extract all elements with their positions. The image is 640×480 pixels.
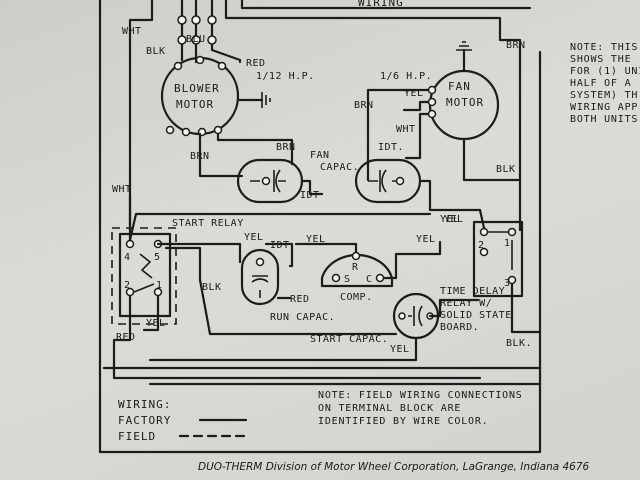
- label-tdr-4: BOARD.: [440, 322, 479, 333]
- term-s: S: [344, 274, 351, 285]
- label-tdr-3: SOLID STATE: [440, 310, 512, 321]
- label-fan-capac-2: CAPAC.: [320, 162, 359, 173]
- bottom-rails: [102, 366, 542, 386]
- label-comp: COMP.: [340, 292, 373, 303]
- label-yel-relay: YEL: [146, 318, 166, 329]
- header-title: WIRING: [358, 0, 404, 9]
- svg-text:BOTH UNITS: BOTH UNITS: [570, 114, 638, 125]
- label-blower-1: BLOWER: [174, 82, 220, 95]
- term-sr5: 5: [154, 252, 161, 263]
- term-t2: 2: [478, 240, 485, 251]
- label-run-capac: RUN CAPAC.: [270, 312, 335, 323]
- label-wht-fan: WHT: [396, 124, 416, 135]
- label-blower-2: MOTOR: [176, 98, 214, 111]
- svg-text:SYSTEM) TH: SYSTEM) TH: [570, 90, 638, 101]
- term-t1: 1: [504, 238, 511, 249]
- svg-text:SHOWS THE: SHOWS THE: [570, 54, 631, 65]
- label-blk-top: BLK: [146, 46, 166, 57]
- compressor: [320, 251, 394, 288]
- svg-text:HALF OF A: HALF OF A: [570, 78, 631, 89]
- wiring-legend: WIRING: FACTORY FIELD: [118, 398, 250, 443]
- label-idt-1: IDT: [300, 190, 320, 201]
- legend-factory: FACTORY: [118, 414, 171, 427]
- svg-text:ON TERMINAL BLOCK ARE: ON TERMINAL BLOCK ARE: [318, 403, 461, 414]
- svg-text:FOR (1) UNI: FOR (1) UNI: [570, 66, 640, 77]
- label-fan-2: MOTOR: [446, 96, 484, 109]
- label-fan-hp: 1/6 H.P.: [380, 71, 432, 82]
- label-start-capac: START CAPAC.: [310, 334, 388, 345]
- label-fan-capac-1: FAN: [310, 150, 330, 161]
- label-red-top: RED: [246, 58, 266, 69]
- label-blower-hp: 1/12 H.P.: [256, 71, 315, 82]
- start-relay: [111, 227, 177, 325]
- label-red-bottom: RED: [116, 332, 136, 343]
- term-sr1: 1: [156, 280, 163, 291]
- label-idt-2: IDT.: [378, 142, 404, 153]
- term-sr4: 4: [124, 252, 131, 263]
- label-tdr-1: TIME DELAY: [440, 286, 505, 297]
- label-brn-top: BRN: [506, 40, 526, 51]
- time-delay-relay: [472, 220, 524, 298]
- label-yel-fan: YEL: [404, 88, 424, 99]
- svg-text:IDENTIFIED BY WIRE COLOR.: IDENTIFIED BY WIRE COLOR.: [318, 416, 489, 427]
- fan-capacitor: [354, 158, 422, 204]
- label-brn-cap: BRN: [276, 142, 296, 153]
- svg-text:WIRING APP: WIRING APP: [570, 102, 638, 113]
- term-r: R: [352, 262, 359, 273]
- term-t3: 3: [504, 278, 511, 289]
- label-blk-mid: BLK: [202, 282, 222, 293]
- note-right: NOTE: THIS SHOWS THE FOR (1) UNI HALF OF…: [570, 42, 640, 125]
- legend-field: FIELD: [118, 430, 156, 443]
- label-yel-4: YEL: [416, 234, 436, 245]
- svg-text:NOTE: FIELD WIRING CONNECTIONS: NOTE: FIELD WIRING CONNECTIONS: [318, 390, 523, 401]
- note-bottom: NOTE: FIELD WIRING CONNECTIONS ON TERMIN…: [318, 390, 523, 427]
- label-idt-3: IDT: [270, 240, 290, 251]
- label-blk-tdr: BLK.: [506, 338, 532, 349]
- label-yel-bottom: YEL: [390, 344, 410, 355]
- label-blk-right: BLK: [496, 164, 516, 175]
- label-brn-fan: BRN: [354, 100, 374, 111]
- label-blu: BLU: [186, 34, 206, 45]
- label-yel-5: YEL: [444, 214, 464, 225]
- term-c: C: [366, 274, 373, 285]
- label-start-relay: START RELAY: [172, 218, 244, 229]
- top-wires: [128, 0, 522, 232]
- label-tdr-2: RELAY W/: [440, 298, 492, 309]
- label-yel-2: YEL: [244, 232, 264, 243]
- term-sr2: 2: [124, 280, 131, 291]
- label-red-cap: RED: [290, 294, 310, 305]
- blower-capacitor: [236, 158, 304, 204]
- diagram-frame: [98, 0, 542, 454]
- run-capacitor: [240, 248, 280, 306]
- label-fan-1: FAN: [448, 80, 471, 93]
- footer-credit: DUO-THERM Division of Motor Wheel Corpor…: [198, 461, 590, 473]
- label-wht-left: WHT: [112, 184, 132, 195]
- label-yel-1: YEL: [440, 214, 460, 225]
- legend-title: WIRING:: [118, 398, 171, 411]
- label-yel-3: YEL: [306, 234, 326, 245]
- label-wht-top: WHT: [122, 26, 142, 37]
- label-brn-blower: BRN: [190, 151, 210, 162]
- svg-text:NOTE: THIS: NOTE: THIS: [570, 42, 638, 53]
